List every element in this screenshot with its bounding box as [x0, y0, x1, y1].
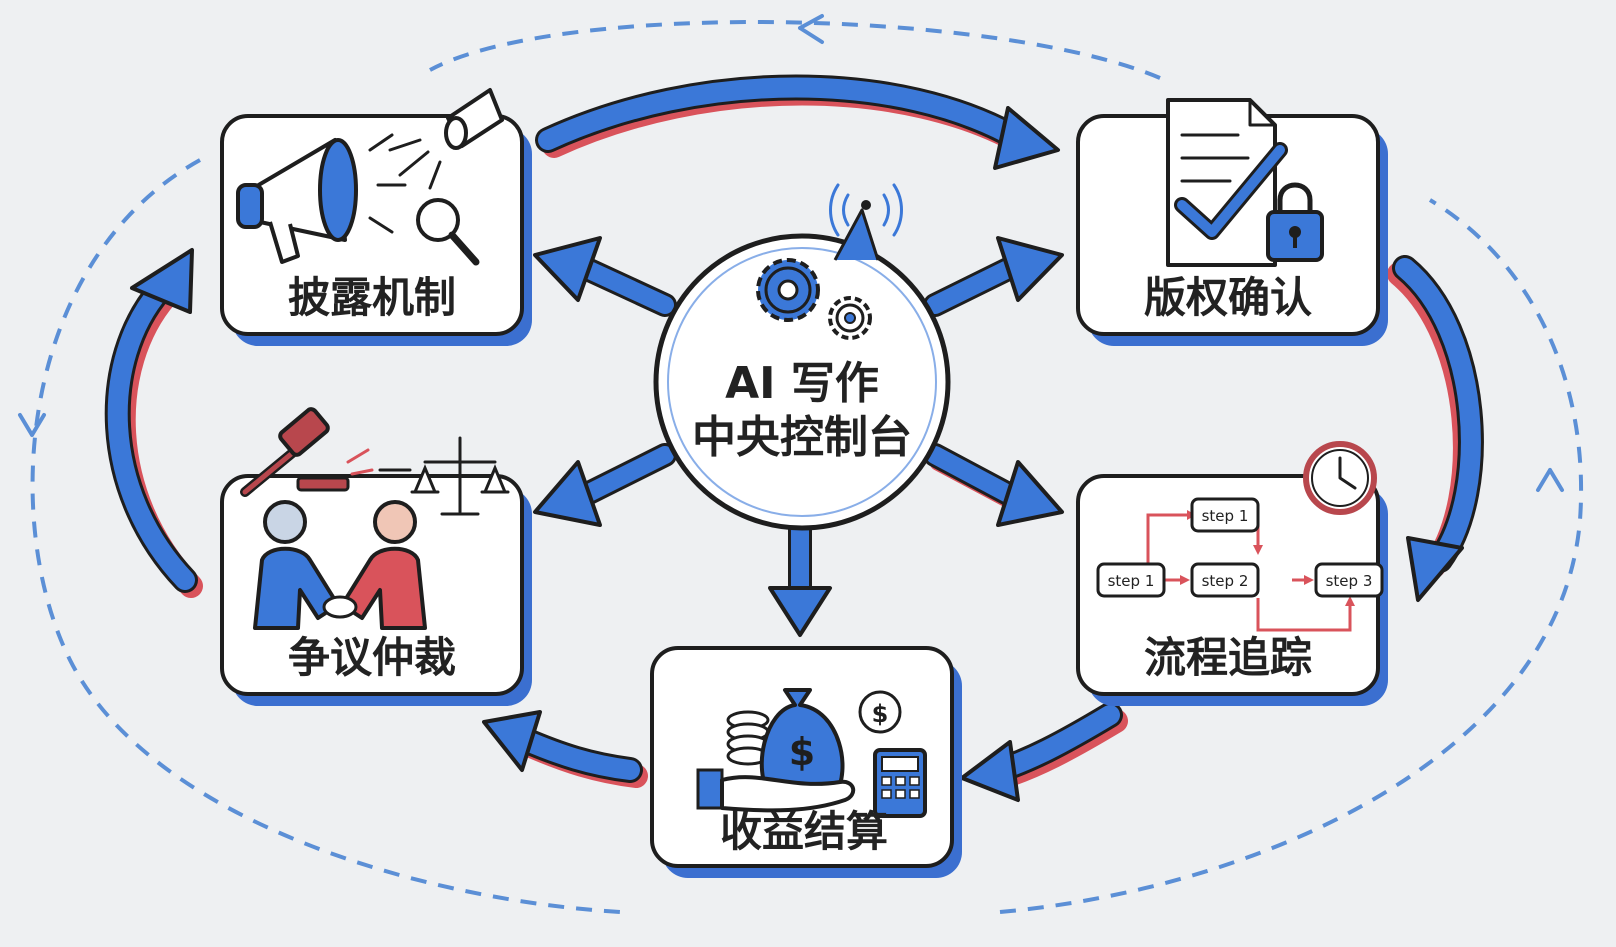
- center-title-line1: AI 写作: [725, 358, 879, 409]
- megaphone-icon: [236, 133, 407, 264]
- flow-step-box: [1314, 562, 1384, 598]
- cycle-arrows: [104, 74, 1484, 802]
- flow-step-label: step 3: [1326, 572, 1373, 590]
- flow-chart-icon: step 1 step 1 step 2 step 3: [1096, 497, 1384, 632]
- node-settlement-label: 收益结算: [720, 807, 888, 856]
- clock-icon: [1303, 441, 1377, 515]
- scales-icon: [378, 436, 510, 516]
- node-copyright-label: 版权确认: [1144, 273, 1312, 322]
- node-settlement: $ $ 收益结算: [650, 646, 962, 878]
- flow-step-box: [1190, 562, 1260, 598]
- dollar-coin-icon: $: [858, 690, 902, 734]
- magnifier-icon: [416, 198, 480, 266]
- node-tracking: step 1 step 1 step 2 step 3 流程追踪: [1076, 441, 1388, 706]
- coin-stack-icon: [726, 710, 770, 766]
- gavel-icon: [240, 407, 374, 497]
- node-arbitration: 争议仲裁: [220, 407, 532, 706]
- node-disclosure-label: 披露机制: [288, 273, 456, 322]
- padlock-icon: [1266, 182, 1324, 262]
- arrow-center-to-copyright: [923, 236, 1064, 317]
- gears-icon: [756, 258, 872, 340]
- arrow-center-to-arbitration: [533, 443, 677, 527]
- antenna-icon: [829, 183, 903, 261]
- arrow-center-to-tracking: [923, 443, 1064, 527]
- center-title-line2: 中央控制台: [692, 412, 912, 463]
- arrow-settlement-to-arbitration: [482, 710, 648, 788]
- flow-step-label: step 1: [1108, 572, 1155, 590]
- flow-step-box: [1190, 497, 1260, 533]
- center-hub: AI 写作 中央控制台: [653, 183, 951, 531]
- flow-step-label: step 1: [1202, 507, 1249, 525]
- node-disclosure: 披露机制: [220, 88, 532, 346]
- svg-text:$: $: [789, 730, 815, 774]
- arrow-disclosure-to-copyright: [535, 74, 1060, 170]
- radial-arrows: [533, 236, 1064, 637]
- node-arbitration-label: 争议仲裁: [288, 633, 456, 682]
- flow-step-box: [1096, 562, 1166, 598]
- flow-step-label: step 2: [1202, 572, 1249, 590]
- document-check-icon: [1166, 98, 1288, 267]
- arrow-tracking-to-settlement: [960, 702, 1128, 802]
- giving-hand-icon: [696, 768, 856, 813]
- node-copyright: 版权确认: [1076, 98, 1388, 346]
- arrow-center-to-settlement: [768, 508, 832, 637]
- svg-text:$: $: [872, 700, 889, 728]
- outer-dashed-loop: [18, 14, 1583, 914]
- handshake-icon: [253, 500, 427, 630]
- calculator-icon: [873, 748, 927, 818]
- node-tracking-label: 流程追踪: [1144, 633, 1312, 682]
- arrow-center-to-disclosure: [533, 236, 677, 317]
- spotlight-icon: [388, 88, 504, 190]
- arrow-arbitration-to-disclosure: [104, 248, 203, 598]
- arrow-copyright-to-tracking: [1387, 255, 1484, 602]
